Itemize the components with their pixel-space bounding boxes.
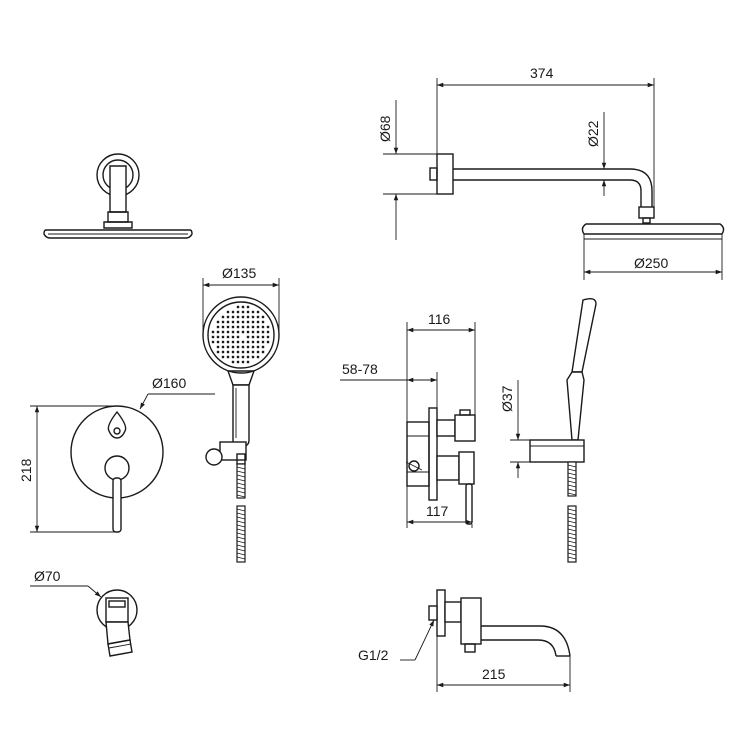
dim-arm-label: Ø22 (585, 120, 601, 147)
dimension-depth-116: 116 (406, 311, 476, 422)
mixer-plate-front-view (70, 405, 164, 533)
dimension-hand-shower-diameter: Ø135 (202, 265, 280, 335)
dim-height-label: 218 (18, 458, 34, 482)
dim-plate-label: Ø160 (152, 375, 186, 391)
dimension-thread: G1/2 (358, 619, 435, 663)
dimension-spout-length: 215 (436, 636, 571, 692)
dim-holder-label: Ø37 (499, 385, 515, 412)
hand-shower-hose (236, 463, 246, 563)
dim-374-label: 374 (530, 65, 554, 81)
dim-flange-label: Ø68 (377, 115, 393, 142)
dimension-holder-diameter: Ø37 (499, 380, 530, 478)
dim-117-label: 117 (426, 503, 449, 519)
bath-spout-side-view (428, 589, 571, 657)
dimension-mixer-height: 218 (18, 405, 117, 533)
dim-range-label: 58-78 (342, 361, 378, 377)
overhead-shower-front-view (43, 153, 193, 239)
overhead-shower-side-view (429, 153, 725, 240)
dimension-head-diameter: Ø250 (583, 239, 723, 280)
dim-head-label: Ø250 (634, 255, 668, 271)
hand-shower-front-view (202, 296, 280, 466)
dim-215-label: 215 (482, 666, 506, 682)
dimension-plate-diameter: Ø160 (139, 375, 215, 410)
mixer-side-view (405, 407, 476, 525)
dimension-arm-diameter: Ø22 (585, 112, 607, 196)
dim-thread-label: G1/2 (358, 647, 389, 663)
dim-116-label: 116 (428, 311, 451, 327)
side-view-hose (567, 461, 577, 563)
hand-shower-side-view (529, 297, 597, 463)
dimension-adjust-range: 58-78 (340, 361, 438, 408)
dimension-depth-117: 117 (406, 486, 473, 528)
dimension-outlet-diameter: Ø70 (30, 568, 102, 598)
dim-outlet-label: Ø70 (34, 568, 61, 584)
dimension-flange-diameter: Ø68 (377, 100, 437, 240)
dim-hand-shower-label: Ø135 (222, 265, 256, 281)
spray-nozzles (211, 305, 270, 364)
dimension-374: 374 (436, 65, 655, 207)
hose-outlet-view (96, 589, 138, 657)
